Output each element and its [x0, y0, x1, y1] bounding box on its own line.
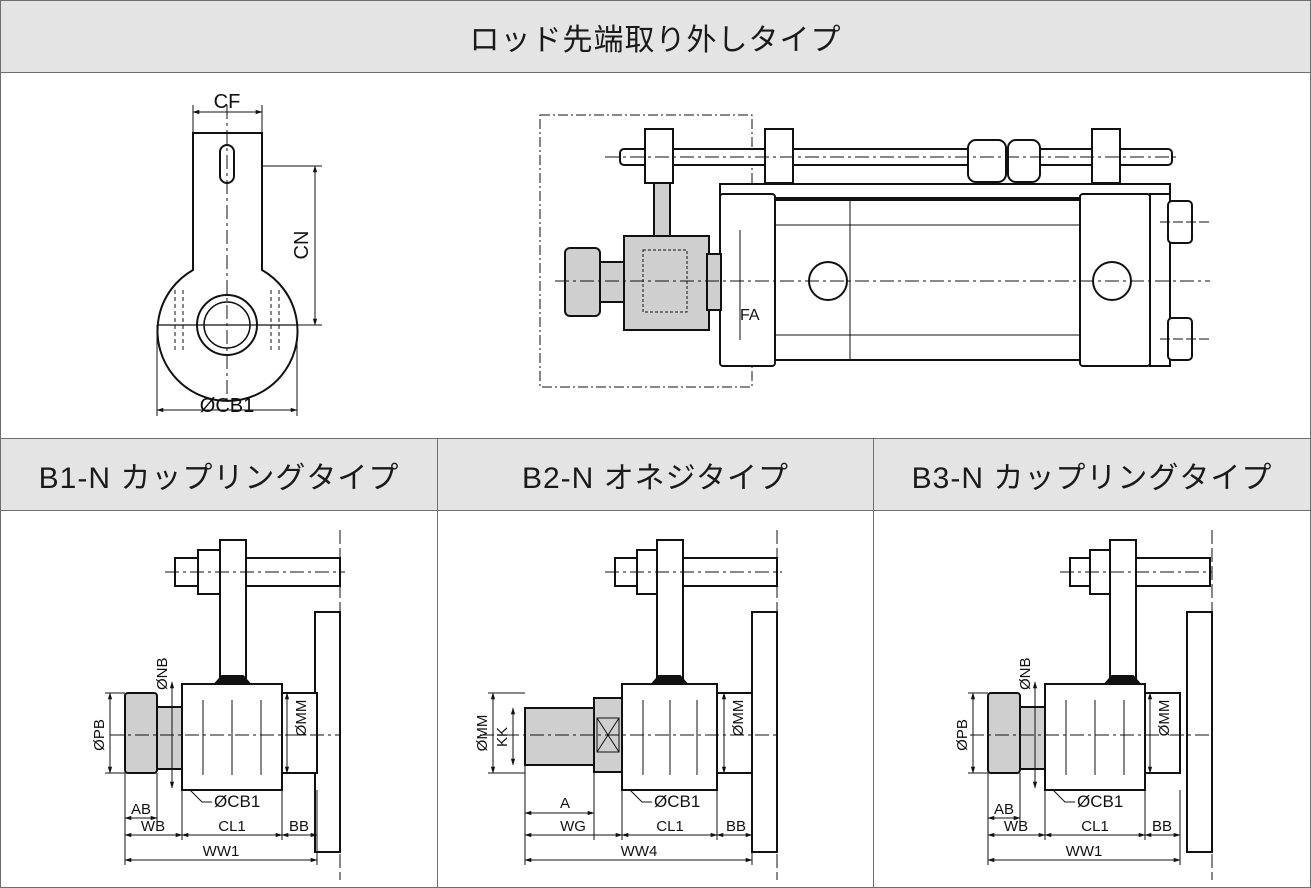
- top-drawing: CF CN ØCB1: [156, 91, 1210, 417]
- panel-title-b3: B3-N カップリングタイプ: [911, 461, 1273, 495]
- b3-pb-label: ØPB: [954, 719, 971, 751]
- panel-header-b2: B2-N オネジタイプ: [437, 438, 874, 511]
- rod-end-side-view: [156, 105, 299, 405]
- b1-mm-label: ØMM: [293, 700, 310, 737]
- b2-kk-label: KK: [494, 727, 511, 747]
- top-drawing-cell: CF CN ØCB1: [0, 72, 1311, 439]
- coupling-drawing-b3: ØNB ØPB ØMM AB ØCB1 WB CL1 BB WW1: [954, 530, 1213, 880]
- b3-nb-label: ØNB: [1017, 657, 1034, 690]
- coupling-drawing-b1: ØNB ØPB ØMM AB ØCB1 WB CL1 BB WW1: [91, 530, 345, 880]
- b1-nb-label: ØNB: [154, 657, 171, 690]
- cb1-label: ØCB1: [200, 395, 254, 417]
- b3-bb-label: BB: [1152, 818, 1172, 835]
- b2-cb1-label: ØCB1: [654, 792, 700, 811]
- b3-ab-label: AB: [994, 801, 1014, 818]
- panel-drawing-b1: ØNB ØPB ØMM AB ØCB1 WB CL1 BB WW1: [0, 510, 438, 888]
- b1-cl1-label: CL1: [218, 818, 246, 835]
- panel-drawing-b2: ØMM KK ØMM A ØCB1 WG CL1 BB WW4: [437, 510, 874, 888]
- b2-bb-label: BB: [726, 818, 746, 835]
- panel-title-b2: B2-N オネジタイプ: [521, 461, 790, 495]
- b3-mm-label: ØMM: [1156, 700, 1173, 737]
- cylinder-hidden-lines: [555, 156, 1210, 360]
- cylinder-assembly: [539, 114, 1193, 388]
- b2-mm-label: ØMM: [730, 700, 747, 737]
- b2-cl1-label: CL1: [656, 818, 684, 835]
- b3-cb1-label: ØCB1: [1077, 792, 1123, 811]
- b1-ab-label: AB: [131, 801, 151, 818]
- fa-label: FA: [740, 307, 760, 324]
- b2-a-label: A: [560, 795, 570, 812]
- panel-header-b1: B1-N カップリングタイプ: [0, 438, 438, 511]
- main-header: ロッド先端取り外しタイプ: [0, 0, 1311, 73]
- b1-wb-label: WB: [141, 818, 165, 835]
- panel-title-b1: B1-N カップリングタイプ: [38, 461, 400, 495]
- rod-end-dimensions: [156, 105, 322, 416]
- main-title: ロッド先端取り外しタイプ: [469, 23, 842, 57]
- b1-bb-label: BB: [289, 818, 309, 835]
- b3-cl1-label: CL1: [1081, 818, 1109, 835]
- male-thread-drawing-b2: ØMM KK ØMM A ØCB1 WG CL1 BB WW4: [474, 530, 782, 880]
- cn-label: CN: [291, 231, 313, 260]
- cf-label: CF: [214, 91, 241, 113]
- b3-wb-label: WB: [1004, 818, 1028, 835]
- b2-mm-left-label: ØMM: [474, 715, 491, 752]
- panel-header-b3: B3-N カップリングタイプ: [873, 438, 1311, 511]
- b2-wg-label: WG: [560, 818, 586, 835]
- b1-pb-label: ØPB: [91, 719, 108, 751]
- panel-drawing-b3: ØNB ØPB ØMM AB ØCB1 WB CL1 BB WW1: [873, 510, 1311, 888]
- b3-ww-label: WW1: [1066, 843, 1103, 860]
- b1-ww-label: WW1: [203, 843, 240, 860]
- b2-ww-label: WW4: [621, 843, 658, 860]
- b1-cb1-label: ØCB1: [214, 792, 260, 811]
